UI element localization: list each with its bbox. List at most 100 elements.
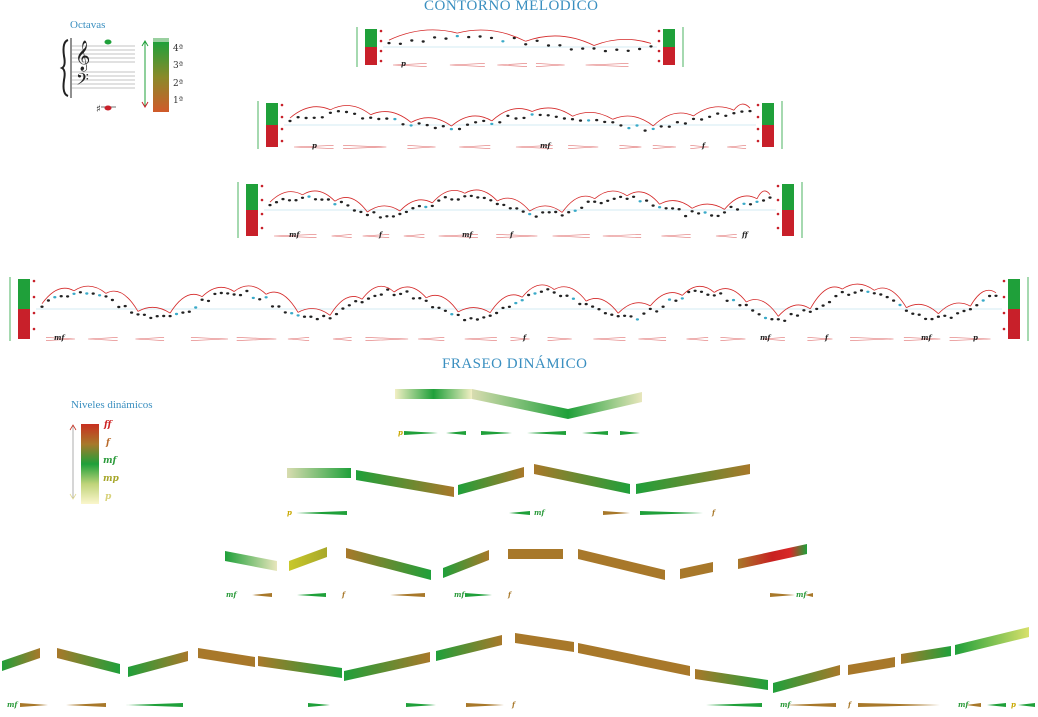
note-head <box>194 306 198 309</box>
note-head <box>664 207 668 210</box>
octave-dot <box>260 226 264 230</box>
note-head <box>443 196 447 199</box>
slur <box>330 105 371 116</box>
note-head <box>104 295 108 298</box>
slur <box>617 302 651 314</box>
note-head <box>424 205 428 209</box>
note-head <box>834 294 838 298</box>
note-head <box>853 291 857 294</box>
crescendo-hairpin <box>715 234 737 238</box>
note-head <box>450 198 454 201</box>
slur <box>970 289 997 307</box>
note-head <box>691 117 696 121</box>
note-head <box>580 206 584 209</box>
decrescendo-hairpin <box>547 337 572 341</box>
dynamic-phrase-band <box>2 648 40 671</box>
octave-block-low <box>246 210 258 236</box>
slur <box>367 205 401 213</box>
decrescendo-hairpin <box>903 337 941 341</box>
octave-dot <box>379 59 383 63</box>
dynamic-mark-mf: mf <box>54 333 65 342</box>
note-head <box>667 298 672 301</box>
octave-level-4: 4ª <box>173 44 184 54</box>
note-head <box>712 294 716 297</box>
note-head <box>725 299 729 302</box>
note-head <box>603 49 608 53</box>
note-head <box>936 315 941 318</box>
crescendo-hairpin <box>686 337 709 341</box>
octave-dot <box>756 103 760 107</box>
dynamic-phrase-band <box>198 648 255 667</box>
note-head <box>632 195 636 198</box>
note-head <box>724 114 728 118</box>
note-head <box>514 117 518 120</box>
note-head <box>619 195 623 199</box>
note-head <box>700 118 704 121</box>
note-head <box>802 309 806 312</box>
octave-dot <box>32 311 36 315</box>
slur <box>724 195 758 210</box>
crescendo-hairpin <box>88 337 118 341</box>
note-head <box>430 204 434 208</box>
note-head <box>117 305 121 309</box>
note-head <box>776 318 780 321</box>
note-head <box>885 295 889 299</box>
note-head <box>827 300 832 304</box>
slur <box>525 35 595 46</box>
note-head <box>476 196 480 199</box>
note-head <box>307 195 311 198</box>
note-head <box>866 290 870 293</box>
slur <box>554 286 587 302</box>
decrescendo-wedge <box>466 703 504 707</box>
crescendo-hairpin <box>331 234 352 238</box>
dynamic-phrase-band <box>901 646 951 664</box>
slur <box>649 292 683 307</box>
octave-dot <box>280 103 284 107</box>
slur <box>594 190 628 200</box>
note-head <box>539 290 544 293</box>
note-head <box>398 42 402 45</box>
crescendo-hairpin <box>602 234 642 238</box>
note-head <box>354 300 358 303</box>
note-head <box>904 309 909 312</box>
slur <box>233 285 267 295</box>
octave-block-high <box>266 103 278 125</box>
decrescendo-wedge <box>404 431 438 435</box>
note-head <box>751 309 755 312</box>
octave-level-2: 2ª <box>173 79 184 89</box>
note-head <box>398 212 402 216</box>
slur <box>451 115 493 127</box>
crescendo-hairpin <box>515 145 553 149</box>
note-head <box>495 202 499 206</box>
note-head <box>274 201 279 204</box>
note-head <box>708 115 712 119</box>
crescendo-wedge <box>966 703 981 707</box>
note-head <box>612 197 616 200</box>
dynamic-mark-p: p <box>973 333 978 342</box>
dynamic-mark-ff: ff <box>742 230 748 239</box>
octave-block-low <box>1008 309 1020 339</box>
dynamic-phrase-band <box>225 551 277 571</box>
octave-dot <box>1002 327 1006 331</box>
octave-block-high <box>1008 279 1020 309</box>
note-head <box>200 298 204 301</box>
note-head <box>547 211 551 214</box>
decrescendo-wedge <box>465 593 492 597</box>
octave-block-low <box>266 125 278 147</box>
note-head <box>72 292 76 295</box>
crescendo-wedge <box>66 703 106 707</box>
slur <box>529 205 563 213</box>
note-head <box>59 295 63 298</box>
dynamic-mark-mf: mf <box>534 508 545 517</box>
note-head <box>821 304 825 307</box>
note-head <box>386 288 390 291</box>
note-head <box>251 296 255 300</box>
note-head <box>409 124 413 127</box>
note-head <box>98 294 102 297</box>
slur <box>809 286 843 309</box>
octave-dot <box>657 39 661 43</box>
dynamic-phrase-band <box>578 643 690 676</box>
slur <box>842 283 875 291</box>
octave-level-1: 1ª <box>173 96 184 106</box>
